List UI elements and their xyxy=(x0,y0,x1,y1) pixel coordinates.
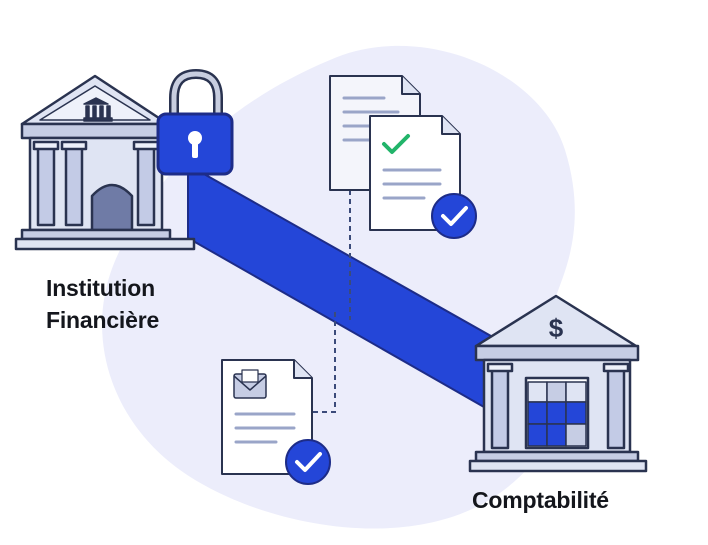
dashed-connector-bottom xyxy=(312,312,336,413)
source-label: Institution Financière xyxy=(46,272,159,336)
dollar-symbol: $ xyxy=(549,313,564,343)
source-label-line1: Institution xyxy=(46,275,155,301)
envelope-document-icon xyxy=(221,359,331,485)
source-label-line2: Financière xyxy=(46,307,160,333)
padlock-icon xyxy=(156,69,234,176)
target-label: Comptabilité xyxy=(472,484,609,516)
bank-building-dollar-icon xyxy=(468,294,648,473)
document-stack-icon xyxy=(329,75,477,239)
target-label-text: Comptabilité xyxy=(472,487,609,513)
